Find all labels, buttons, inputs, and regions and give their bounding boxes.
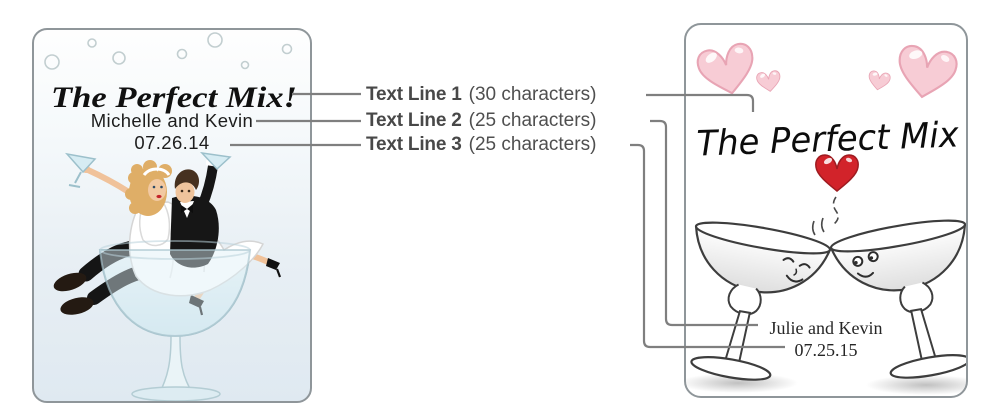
bride-glass-icon — [65, 152, 97, 174]
groom-glass-icon — [200, 152, 232, 171]
coupe-glass-foot — [131, 386, 221, 401]
groom-head — [174, 169, 200, 203]
bubble-icon — [240, 60, 250, 70]
left-card-title: The Perfect Mix! — [51, 81, 297, 114]
bubbles-decoration — [44, 32, 293, 70]
annotation-detail: (25 characters) — [468, 109, 597, 131]
left-margarita-glass — [690, 221, 832, 381]
left-card-title-text: The Perfect Mix! — [51, 81, 297, 114]
glass-shadow — [866, 375, 966, 395]
annotation-detail: (30 characters) — [468, 83, 597, 105]
couple-in-glass-illustration — [53, 152, 282, 401]
right-favor-label-card: The Perfect Mix — [684, 23, 968, 398]
left-card-names: Michelle and Kevin — [90, 110, 254, 131]
coupe-glass-stem — [158, 335, 194, 393]
bubble-icon — [176, 48, 188, 60]
right-card-date: 07.25.15 — [794, 340, 858, 360]
annotation-label: Text Line 3 — [366, 133, 462, 155]
bubble-icon — [44, 54, 60, 70]
annotation-detail: (25 characters) — [468, 133, 597, 155]
annotation-label: Text Line 1 — [366, 83, 462, 105]
bubble-icon — [87, 38, 97, 48]
right-margarita-glass — [829, 219, 966, 379]
bubble-icon — [281, 43, 293, 55]
bride-head — [125, 160, 172, 216]
bubble-icon — [112, 51, 126, 65]
annotation-label: Text Line 2 — [366, 109, 462, 131]
glass-shadow — [686, 373, 798, 393]
annotation-row-text-line-2: Text Line 2 (25 characters) — [366, 109, 596, 132]
bubble-icon — [207, 32, 223, 48]
left-card-date: 07.26.14 — [134, 132, 210, 153]
left-glass-face — [782, 257, 811, 283]
coupe-glass-bowl-front — [98, 249, 252, 338]
coupe-glass-rim — [99, 240, 251, 260]
annotation-row-text-line-1: Text Line 1 (30 characters) — [366, 83, 596, 106]
annotation-row-text-line-3: Text Line 3 (25 characters) — [366, 133, 596, 156]
left-favor-label-card: The Perfect Mix! Michelle and Kevin 07.2… — [32, 28, 312, 403]
right-card-names: Julie and Kevin — [769, 318, 883, 338]
right-glass-face — [852, 251, 879, 278]
red-heart-icon — [811, 154, 859, 236]
